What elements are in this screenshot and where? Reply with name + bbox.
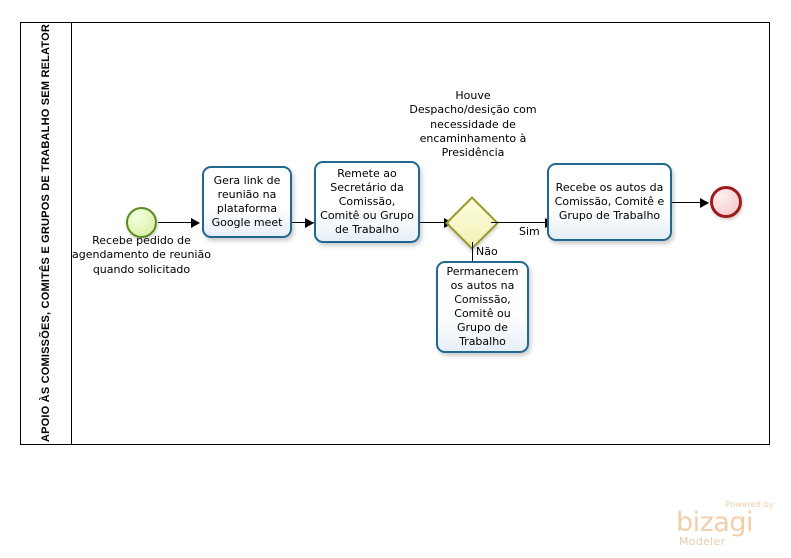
flow-task2-to-gateway xyxy=(420,222,453,223)
watermark-brand-logo: bizagi xyxy=(676,507,754,538)
task-permanecem-autos[interactable]: Permanecem os autos na Comissão, Comitê … xyxy=(436,261,529,353)
flow-label-sim: Sim xyxy=(519,225,540,238)
watermark-powered-by: Powered by xyxy=(725,500,774,509)
lane-title: APOIO ÀS COMISSÕES, COMITÊS E GRUPOS DE … xyxy=(39,24,52,443)
arrowhead-start-to-task1 xyxy=(191,218,200,228)
start-event-label: Recebe pedido de agendamento de reunião … xyxy=(72,234,211,276)
flow-task1-to-task2 xyxy=(292,222,314,223)
end-event-icon[interactable] xyxy=(710,186,742,218)
gateway-label: Houve Despacho/desição com necessidade d… xyxy=(409,89,537,160)
arrowhead-task1-to-task2 xyxy=(305,218,314,228)
task-recebe-autos[interactable]: Recebe os autos da Comissão, Comitê e Gr… xyxy=(547,163,672,241)
flow-gateway-sim xyxy=(491,222,555,223)
flow-task4-to-end xyxy=(672,202,708,203)
bizagi-watermark: Powered by bizagi Modeler xyxy=(676,500,776,548)
start-event-icon[interactable] xyxy=(126,207,157,238)
lane-header: APOIO ÀS COMISSÕES, COMITÊS E GRUPOS DE … xyxy=(21,23,72,444)
task-gera-link-reuniao[interactable]: Gera link de reunião na plataforma Googl… xyxy=(202,166,292,238)
flow-start-to-task1 xyxy=(158,222,192,223)
process-pool: APOIO ÀS COMISSÕES, COMITÊS E GRUPOS DE … xyxy=(20,22,770,445)
arrowhead-task4-to-end xyxy=(700,198,709,208)
flow-label-nao: Não xyxy=(476,245,498,258)
task-remete-secretario[interactable]: Remete ao Secretário da Comissão, Comitê… xyxy=(314,161,420,243)
watermark-product-name: Modeler xyxy=(679,535,726,548)
lane-body: Recebe pedido de agendamento de reunião … xyxy=(72,23,769,444)
